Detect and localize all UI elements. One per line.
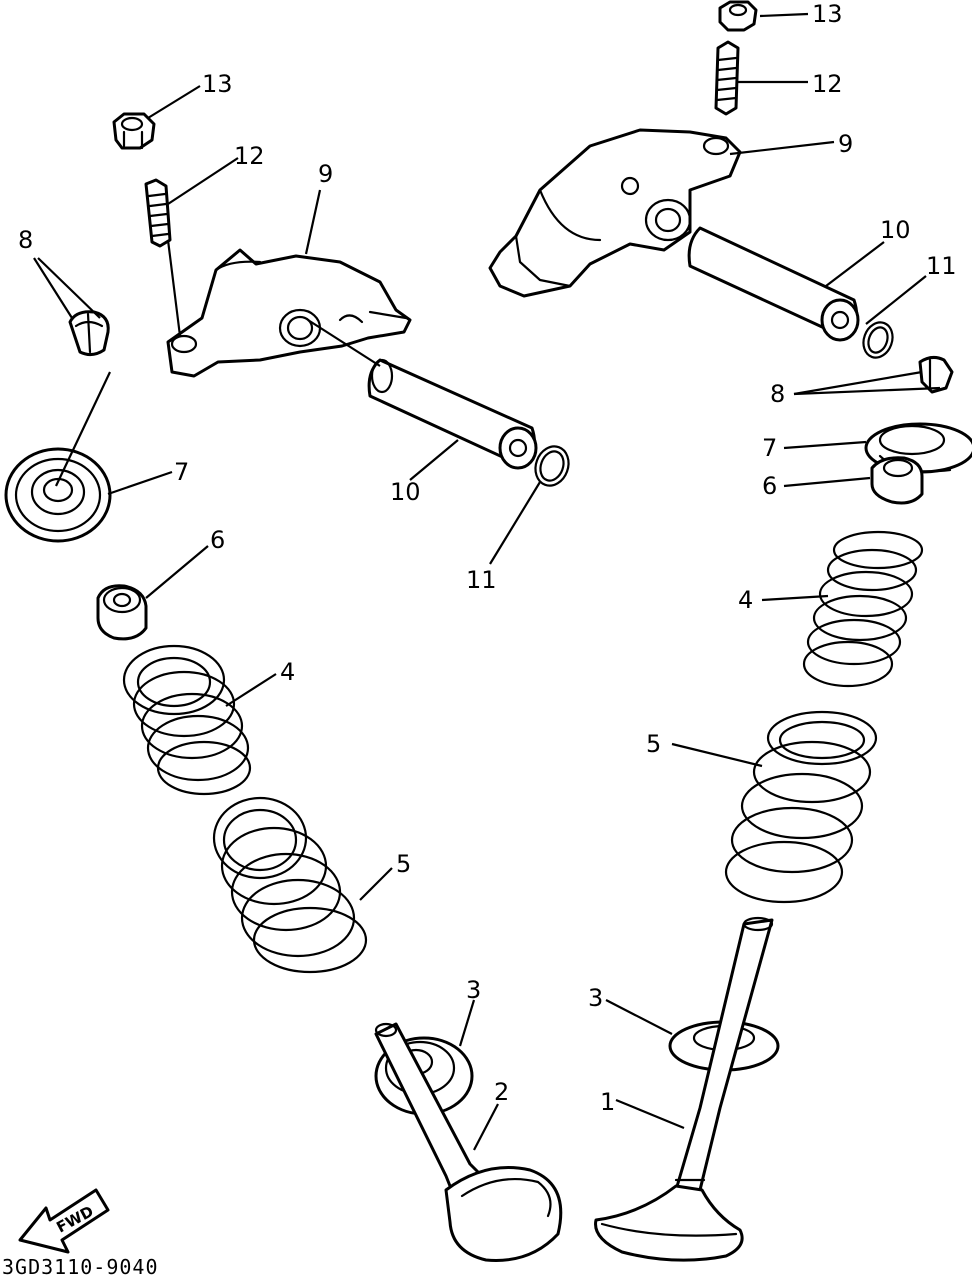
- part-labels: 13 12 8 9 10 11 7 6 4 5 3 2 13 12 9 10 1…: [18, 0, 957, 1116]
- rocker-arm-left: [166, 248, 412, 378]
- label-7-left: 7: [174, 458, 189, 486]
- label-9-right: 9: [838, 130, 853, 158]
- inner-spring-right: [802, 530, 924, 688]
- label-9-left: 9: [318, 160, 333, 188]
- label-7-right: 7: [762, 434, 777, 462]
- label-10-right: 10: [880, 216, 911, 244]
- label-4-left: 4: [280, 658, 295, 686]
- nut-left: [112, 112, 156, 150]
- stem-seal-right: [870, 456, 924, 505]
- exhaust-valve: [594, 916, 774, 1262]
- forward-direction-arrow: FWD: [18, 1188, 110, 1254]
- valve-cotter-left: [68, 310, 110, 357]
- adjuster-screw-left: [144, 178, 172, 248]
- label-13-right: 13: [812, 0, 843, 28]
- label-8-right: 8: [770, 380, 785, 408]
- spring-retainer-left: [4, 447, 112, 543]
- rocker-shaft-right: [687, 226, 860, 342]
- label-4-right: 4: [738, 586, 753, 614]
- label-3-left: 3: [466, 976, 481, 1004]
- o-ring-right: [862, 321, 894, 359]
- label-2: 2: [494, 1078, 509, 1106]
- label-12-right: 12: [812, 70, 843, 98]
- leader-lines: [33, 12, 941, 1151]
- stem-seal-left: [96, 584, 148, 641]
- nut-right: [718, 0, 758, 32]
- label-5-left: 5: [396, 850, 411, 878]
- label-5-right: 5: [646, 730, 661, 758]
- label-1: 1: [600, 1088, 615, 1116]
- label-13-left: 13: [202, 70, 233, 98]
- outer-spring-left: [212, 796, 368, 974]
- label-10-left: 10: [390, 478, 421, 506]
- rocker-arm-right: [488, 128, 742, 298]
- valve-cotter-right: [918, 355, 954, 394]
- outer-spring-right: [724, 710, 878, 904]
- diagram-code: 3GD3110-9040: [2, 1255, 159, 1277]
- label-12-left: 12: [234, 142, 265, 170]
- adjuster-screw-right: [714, 40, 740, 116]
- label-11-left: 11: [466, 566, 497, 594]
- label-6-left: 6: [210, 526, 225, 554]
- rocker-shaft-left: [367, 358, 538, 470]
- o-ring-left: [534, 445, 570, 487]
- label-6-right: 6: [762, 472, 777, 500]
- inner-spring-left: [122, 644, 252, 796]
- label-11-right: 11: [926, 252, 957, 280]
- intake-valve: [374, 1022, 563, 1262]
- label-8-left: 8: [18, 226, 33, 254]
- label-3-right: 3: [588, 984, 603, 1012]
